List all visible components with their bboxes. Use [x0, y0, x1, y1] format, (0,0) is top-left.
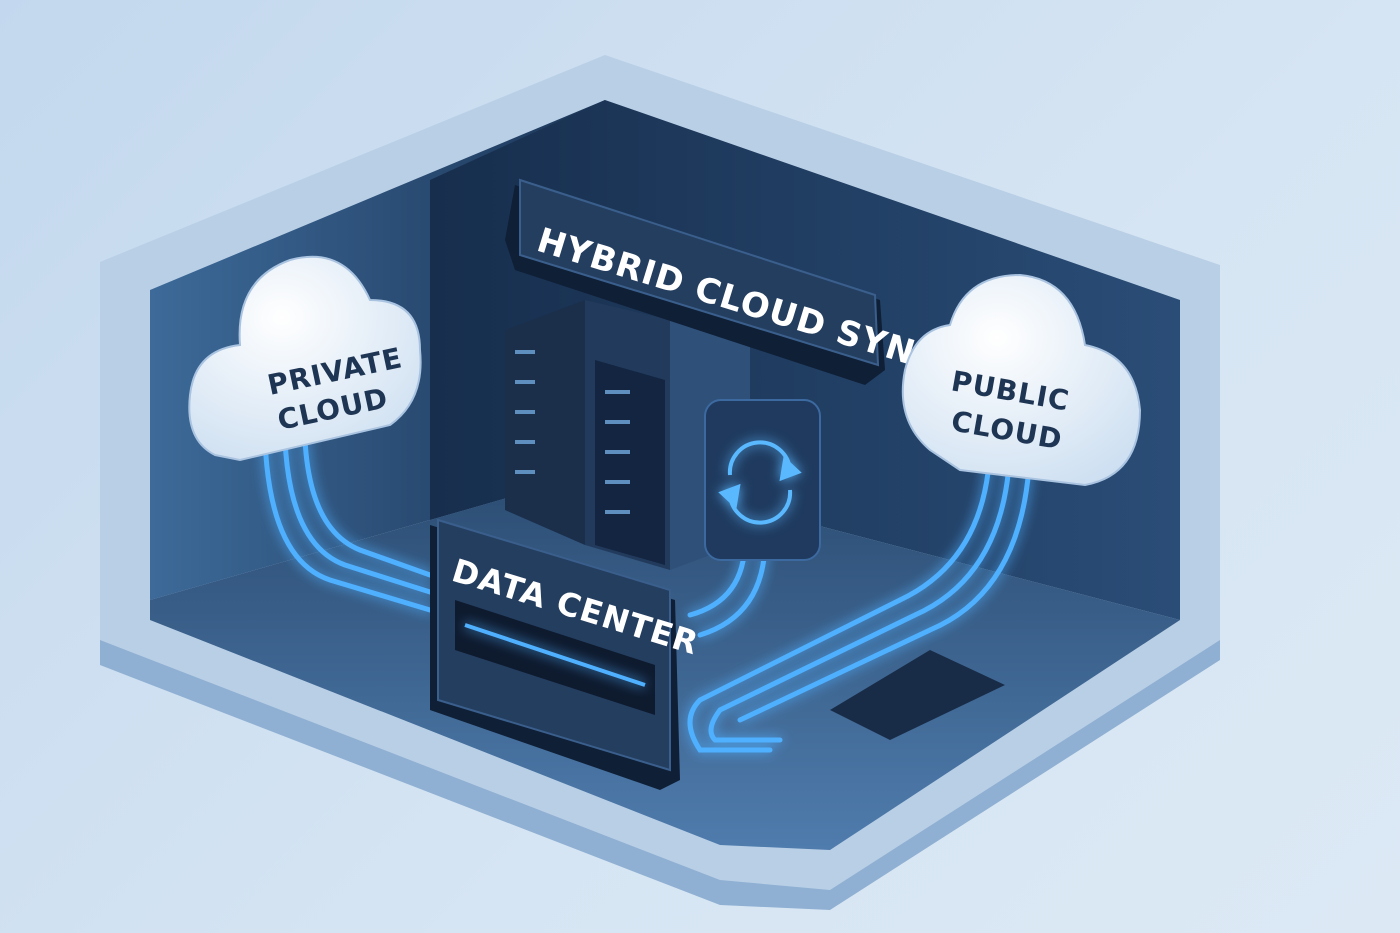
- cloud-icon: [901, 273, 1142, 487]
- sync-arrows-icon: [718, 440, 802, 525]
- cable-private: [282, 437, 433, 595]
- cable-private: [262, 437, 433, 613]
- data-center-glow-bar: [464, 623, 646, 687]
- sync-box: [704, 399, 821, 561]
- cable-private: [302, 437, 433, 578]
- floor-opening: [830, 650, 1005, 740]
- cable-public: [737, 447, 1033, 723]
- private-cloud: PRIVATE CLOUD: [188, 255, 422, 462]
- server-rack-icon: [505, 300, 750, 570]
- cable-public: [708, 447, 1013, 743]
- public-cloud: PUBLIC CLOUD: [901, 273, 1142, 487]
- data-center-sign: DATA CENTER: [430, 518, 703, 790]
- cable-public: [687, 447, 993, 753]
- cloud-icon: [188, 255, 422, 462]
